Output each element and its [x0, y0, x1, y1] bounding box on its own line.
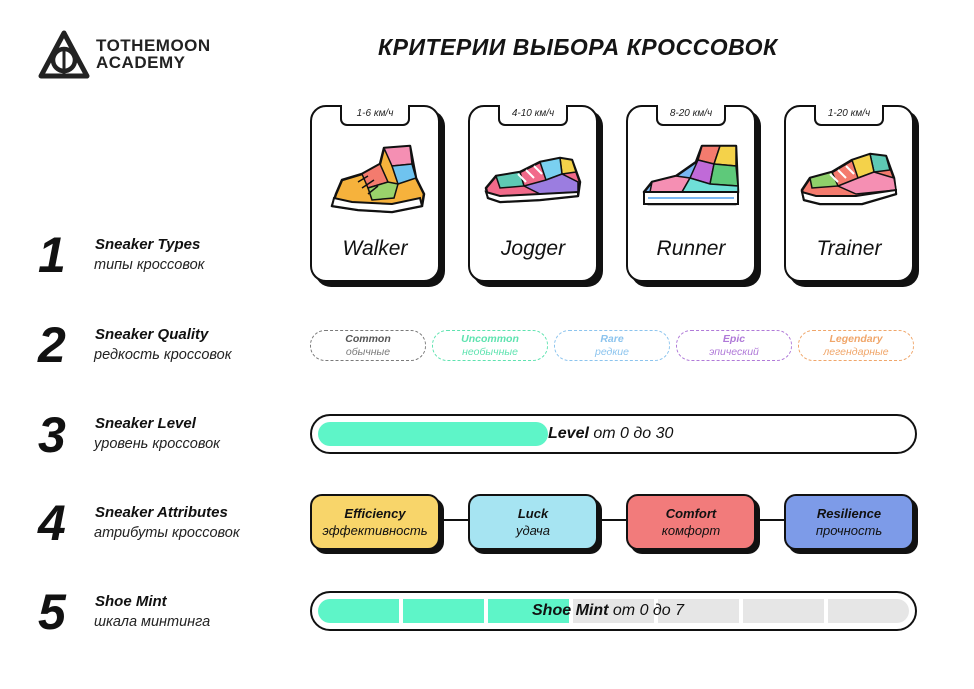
quality-pill-legendary: Legendary легендарные	[798, 330, 914, 361]
attribute-name: Efficiency	[344, 506, 406, 521]
attribute-efficiency: Efficiency эффективность	[310, 494, 440, 550]
attribute-name-ru: прочность	[815, 523, 883, 538]
attribute-comfort: Comfort комфорт	[626, 494, 756, 550]
speed-range-tab: 1-6 км/ч	[340, 105, 410, 126]
attribute-name: Luck	[517, 506, 549, 521]
shoe-mint-progress-bar: Shoe Mint от 0 до 7	[310, 591, 917, 631]
quality-pill-rare: Rare редкие	[554, 330, 670, 361]
shoe-mint-range: от 0 до 7	[612, 602, 684, 619]
mint-segment-filled	[488, 599, 569, 623]
row-title: Sneaker Quality	[95, 326, 209, 343]
low-top-sneaker-icon	[484, 156, 582, 204]
sneaker-type-card-walker: 1-6 км/ч Walker	[310, 105, 440, 282]
brand-logo: TOTHEMOON ACADEMY	[38, 30, 228, 80]
quality-pill-epic: Epic эпический	[676, 330, 792, 361]
attribute-name-ru: комфорт	[661, 523, 721, 538]
trainer-sneaker-icon	[800, 152, 898, 206]
speed-range-tab: 4-10 км/ч	[498, 105, 568, 126]
logo-text-line1: TOTHEMOON	[96, 36, 211, 55]
row-title: Shoe Mint	[95, 593, 167, 610]
quality-name-ru: эпический	[709, 346, 759, 358]
sneaker-type-name: Trainer	[816, 237, 882, 260]
shoe-mint-label: Shoe Mint от 0 до 7	[532, 602, 684, 620]
mint-segment-filled	[403, 599, 484, 623]
sneaker-type-card-trainer: 1-20 км/ч Trainer	[784, 105, 914, 282]
moon-triangle-logo-icon	[38, 30, 90, 79]
attribute-connector-line	[430, 519, 790, 521]
shoe-mint-label-name: Shoe Mint	[532, 602, 609, 619]
level-progress-bar: Level от 0 до 30	[310, 414, 917, 454]
attribute-resilience: Resilience прочность	[784, 494, 914, 550]
attribute-name-ru: удача	[515, 523, 550, 538]
row-subtitle: атрибуты кроссовок	[94, 525, 240, 541]
row-subtitle: редкость кроссовок	[94, 347, 232, 363]
quality-name-ru: необычные	[462, 346, 518, 358]
quality-name: Epic	[722, 333, 746, 345]
row-number: 3	[38, 407, 66, 463]
quality-name: Uncommon	[461, 333, 519, 345]
row-title: Sneaker Types	[95, 236, 201, 253]
sneaker-type-name: Jogger	[500, 237, 566, 260]
logo-text-line2: ACADEMY	[96, 53, 186, 72]
sneaker-type-card-jogger: 4-10 км/ч Jogger	[468, 105, 598, 282]
row-title: Sneaker Attributes	[95, 504, 228, 521]
quality-name-ru: редкие	[594, 346, 629, 358]
speed-range-tab: 1-20 км/ч	[814, 105, 884, 126]
level-range: от 0 до 30	[593, 425, 674, 442]
sneaker-type-name: Runner	[656, 237, 726, 260]
mint-segment-empty	[658, 599, 739, 623]
speed-range-tab: 8-20 км/ч	[656, 105, 726, 126]
row-number: 5	[38, 584, 66, 640]
quality-name: Legendary	[829, 333, 883, 345]
mint-segment-empty	[573, 599, 654, 623]
mint-segment-empty	[743, 599, 824, 623]
sneaker-type-card-runner: 8-20 км/ч Runner	[626, 105, 756, 282]
level-label-name: Level	[548, 425, 589, 442]
high-top-canvas-sneaker-icon	[642, 144, 740, 206]
row-subtitle: уровень кроссовок	[94, 436, 221, 452]
level-label: Level от 0 до 30	[548, 425, 673, 443]
quality-pill-uncommon: Uncommon необычные	[432, 330, 548, 361]
row-subtitle: типы кроссовок	[94, 257, 205, 273]
mint-segment-filled	[318, 599, 399, 623]
row-number: 2	[38, 317, 66, 373]
mint-segment-empty	[828, 599, 909, 623]
quality-name: Rare	[600, 333, 624, 345]
row-number: 1	[38, 227, 66, 283]
attribute-luck: Luck удача	[468, 494, 598, 550]
quality-pill-common: Common обычные	[310, 330, 426, 361]
page-title: КРИТЕРИИ ВЫБОРА КРОССОВОК	[378, 34, 778, 60]
attribute-name: Resilience	[816, 506, 882, 521]
row-number: 4	[38, 495, 66, 551]
level-progress-fill	[318, 422, 548, 446]
high-top-sneaker-icon	[330, 144, 426, 214]
attribute-name-ru: эффективность	[322, 523, 428, 538]
attribute-name: Comfort	[665, 506, 717, 521]
quality-name-ru: обычные	[345, 346, 391, 358]
quality-name-ru: легендарные	[823, 346, 889, 358]
row-title: Sneaker Level	[95, 415, 196, 432]
sneaker-type-name: Walker	[342, 237, 408, 260]
quality-name: Common	[345, 333, 391, 345]
row-subtitle: шкала минтинга	[94, 614, 211, 630]
